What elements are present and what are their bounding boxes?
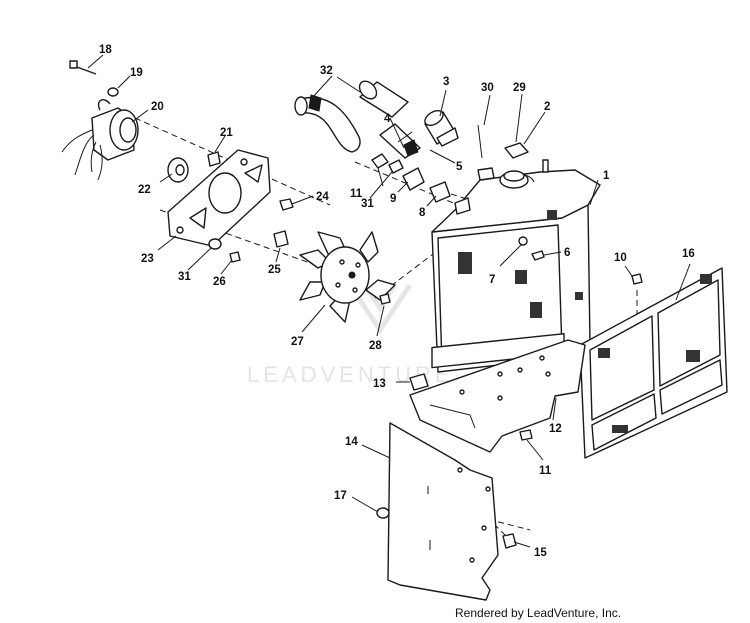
callout-22: 22	[138, 184, 151, 196]
hub-22	[167, 157, 189, 183]
fan-blade-27	[299, 231, 396, 323]
callout-31-upper: 31	[361, 198, 374, 210]
callout-5: 5	[456, 161, 463, 173]
nut-28	[379, 293, 391, 305]
callout-8: 8	[419, 207, 426, 219]
grommet-17	[376, 507, 390, 519]
hose-5	[379, 123, 421, 159]
callout-28: 28	[369, 340, 382, 352]
footer-credit: Rendered by LeadVenture, Inc.	[455, 606, 622, 620]
callout-12: 12	[549, 423, 562, 435]
callout-19: 19	[130, 67, 143, 79]
screw-10	[631, 273, 643, 285]
callout-25: 25	[268, 264, 281, 276]
side-shroud-14	[387, 422, 499, 601]
callout-21: 21	[220, 127, 233, 139]
mount-bracket-23	[167, 149, 271, 247]
callout-10: 10	[614, 252, 627, 264]
washer-31	[208, 238, 222, 250]
callout-24: 24	[316, 191, 329, 203]
nut-11-lower	[519, 429, 533, 441]
callout-20: 20	[151, 101, 164, 113]
callout-labels: 1 2 3 4 5 6 7 8 9 10 11 11 12 13 14 15 1…	[99, 44, 695, 559]
callout-4: 4	[384, 113, 391, 125]
callout-26: 26	[213, 276, 226, 288]
callout-2: 2	[544, 101, 550, 113]
callout-6: 6	[564, 247, 570, 259]
callout-29: 29	[513, 82, 526, 94]
callout-27: 27	[291, 336, 304, 348]
callout-15: 15	[534, 547, 547, 559]
bolt-15	[502, 533, 517, 549]
screw-26	[229, 251, 241, 263]
spacer-25	[273, 230, 289, 248]
callout-18: 18	[99, 44, 112, 56]
callout-32: 32	[320, 65, 333, 77]
hose-3	[424, 109, 459, 147]
fitting-30	[477, 124, 495, 181]
callout-7: 7	[489, 274, 495, 286]
callout-13: 13	[373, 378, 386, 390]
callout-17: 17	[334, 490, 347, 502]
callout-3: 3	[443, 76, 449, 88]
callout-1: 1	[603, 170, 610, 182]
hose-32	[294, 80, 409, 153]
callout-31-lower: 31	[178, 271, 191, 283]
bottom-panel-12	[409, 339, 586, 453]
callout-14: 14	[345, 436, 358, 448]
callout-11-upper: 11	[350, 188, 363, 200]
leader-lines	[87, 54, 691, 548]
spacer-21	[207, 151, 221, 167]
nut-24	[279, 198, 294, 211]
callout-11-lower: 11	[539, 465, 552, 477]
bolt-18	[69, 60, 97, 75]
washer-19	[107, 87, 119, 97]
callout-30: 30	[481, 82, 494, 94]
grommet-13	[409, 373, 429, 391]
fan-motor	[61, 99, 139, 181]
radiator-screen-16	[579, 267, 728, 459]
radiator-cap-29	[499, 170, 529, 189]
gasket-2	[504, 142, 529, 159]
callout-9: 9	[390, 193, 396, 205]
callout-23: 23	[141, 253, 154, 265]
callout-16: 16	[682, 248, 695, 260]
